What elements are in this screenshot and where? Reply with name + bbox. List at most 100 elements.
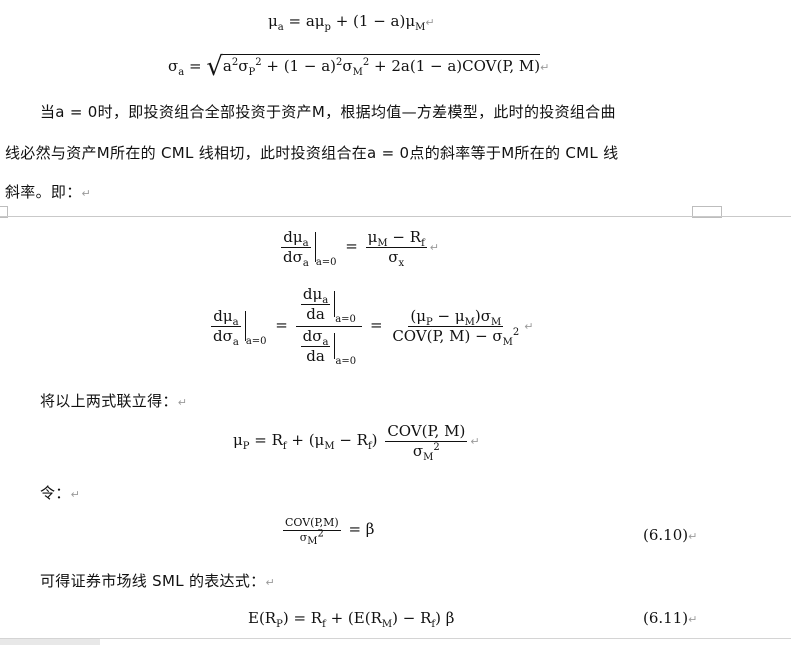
eq-text: σ	[299, 531, 308, 544]
paragraph-mark: ↵	[524, 320, 534, 333]
eq-text: − R	[387, 228, 422, 246]
eq-text: ) β	[435, 609, 455, 627]
eq-text: σ	[342, 57, 353, 75]
eq-subscript: a	[178, 67, 185, 78]
paragraph-mark: ↵	[177, 396, 188, 409]
eq-superscript: 2	[255, 57, 262, 68]
eq-text: =	[345, 237, 358, 255]
eq-subscript: M	[415, 22, 426, 33]
eq-subscript: a	[322, 295, 329, 306]
sqrt-radicand: a2σP2 + (1 − a)2σM2 + 2a(1 − a)COV(P, M)	[222, 54, 541, 78]
eq-subscript: f	[282, 441, 287, 452]
paragraph-line: 可得证券市场线 SML 的表达式：↵	[40, 570, 275, 591]
eq-subscript: a	[232, 337, 239, 348]
eq-text: a	[222, 57, 232, 75]
eq-subscript: a	[302, 238, 309, 249]
eq-superscript: 2	[512, 327, 520, 338]
fraction: (μP − μM)σM COV(P, M) − σM2	[390, 307, 521, 348]
eq-text: − R	[334, 431, 368, 449]
paragraph-text: 斜率。即：	[5, 183, 82, 201]
evaluation-bar	[334, 291, 336, 317]
eq-superscript: 2	[231, 57, 239, 68]
eq-subscript: a	[232, 317, 239, 328]
fraction: dμa dσa	[281, 228, 311, 269]
eq-text: dσ	[283, 248, 303, 266]
eq-subscript: f	[322, 619, 326, 630]
eq-text: σ	[412, 442, 424, 460]
paragraph-mark: ↵	[540, 61, 550, 74]
eq-text: μ	[233, 431, 243, 449]
eq-text: dσ	[213, 327, 233, 345]
eq-subscript: M	[502, 337, 513, 348]
eq-symbol: μ	[268, 12, 278, 30]
equation-number: (6.10)↵	[643, 526, 697, 544]
eq-eval-subscript: a=0	[245, 336, 267, 347]
eq-text: COV(P, M) − σ	[392, 327, 503, 345]
eq-text: μ	[367, 228, 378, 246]
eq-eval-subscript: a=0	[315, 257, 337, 268]
eq-eval-subscript: a=0	[335, 314, 356, 325]
paragraph-text: 将以上两式联立得：	[40, 392, 178, 410]
eq-superscript: 2	[433, 442, 440, 453]
eq-superscript: 2	[336, 57, 343, 68]
eq-text: σ	[238, 57, 249, 75]
compound-fraction: dμa da a=0 dσa da a=0	[295, 285, 363, 367]
paragraph-line: 线必然与资产M所在的 CML 线相切，此时投资组合在a = 0点的斜率等于M所在…	[5, 144, 619, 162]
paragraph-mark: ↵	[265, 576, 275, 589]
paragraph-line-end: 斜率。即：↵	[5, 181, 91, 202]
eq-text: + (1 − a)	[261, 57, 336, 75]
eq-text: dμ	[213, 307, 233, 325]
paragraph-line: 当a = 0时，即投资组合全部投资于资产M，根据均值—方差模型，此时的投资组合曲	[40, 103, 616, 121]
evaluation-bar	[334, 333, 336, 359]
eq-text: dσ	[302, 327, 323, 345]
eq-text: ) − R	[392, 609, 432, 627]
eq-subscript: x	[398, 258, 405, 269]
eq-text: =	[184, 57, 207, 75]
paragraph-line: 令：↵	[40, 482, 80, 503]
eq-text: dμ	[302, 285, 323, 303]
paragraph-line: 将以上两式联立得：↵	[40, 390, 187, 411]
equation-mu-p: μP = Rf + (μM − Rf) COV(P, M) σM2 ↵	[233, 422, 480, 463]
fraction: COV(P, M) σM2	[385, 422, 468, 463]
eq-text: + (1 − a)μ	[330, 12, 416, 30]
eq-text: + (μ	[286, 431, 325, 449]
horizontal-scrollbar-track[interactable]	[0, 638, 791, 639]
eq-subscript: a	[277, 22, 284, 33]
horizontal-scrollbar-thumb[interactable]	[0, 639, 100, 645]
evaluation-bar	[244, 311, 246, 341]
paragraph-mark: ↵	[70, 488, 81, 501]
equation-number-text: (6.10)	[643, 526, 689, 544]
eq-text: + (E(R	[325, 609, 382, 627]
page-corner-mark	[0, 206, 8, 218]
equation-slope-derivative: dμa dσa a=0 = dμa da a=0 dσa da a=0 = (μ…	[208, 285, 534, 367]
paragraph-text: 可得证券市场线 SML 的表达式：	[40, 572, 266, 590]
equation-sigma-a: σa = √a2σP2 + (1 − a)2σM2 + 2a(1 − a)COV…	[168, 52, 549, 82]
eq-subscript: f	[367, 441, 372, 452]
eq-subscript: P	[426, 317, 433, 328]
eq-text: = aμ	[283, 12, 325, 30]
eq-text: COV(P,M)	[283, 516, 341, 531]
eq-text: − μ	[432, 307, 465, 325]
eq-subscript: f	[431, 619, 436, 630]
paragraph-mark: ↵	[688, 613, 698, 626]
equation-slope-cml: dμa dσa a=0 = μM − Rf σx ↵	[278, 228, 439, 269]
eq-subscript: a	[302, 258, 309, 269]
paragraph-mark: ↵	[425, 16, 435, 29]
page-break-line	[0, 216, 791, 217]
page-corner-mark	[692, 206, 722, 218]
eq-text: (μ	[410, 307, 426, 325]
eq-subscript: M	[377, 238, 388, 249]
eq-text: =	[275, 316, 288, 334]
eq-subscript: M	[423, 452, 434, 463]
paragraph-mark: ↵	[470, 435, 480, 448]
sqrt-icon: √	[206, 52, 223, 82]
eq-text: )σ	[474, 307, 491, 325]
paragraph-text: 令：	[40, 484, 71, 502]
eq-subscript: a	[322, 337, 329, 348]
eq-subscript: M	[352, 67, 363, 78]
eq-subscript: P	[276, 619, 283, 630]
eq-subscript: M	[381, 619, 393, 630]
eq-text: + 2a(1 − a)COV(P, M)	[369, 57, 541, 75]
fraction: dσa da	[300, 327, 331, 365]
